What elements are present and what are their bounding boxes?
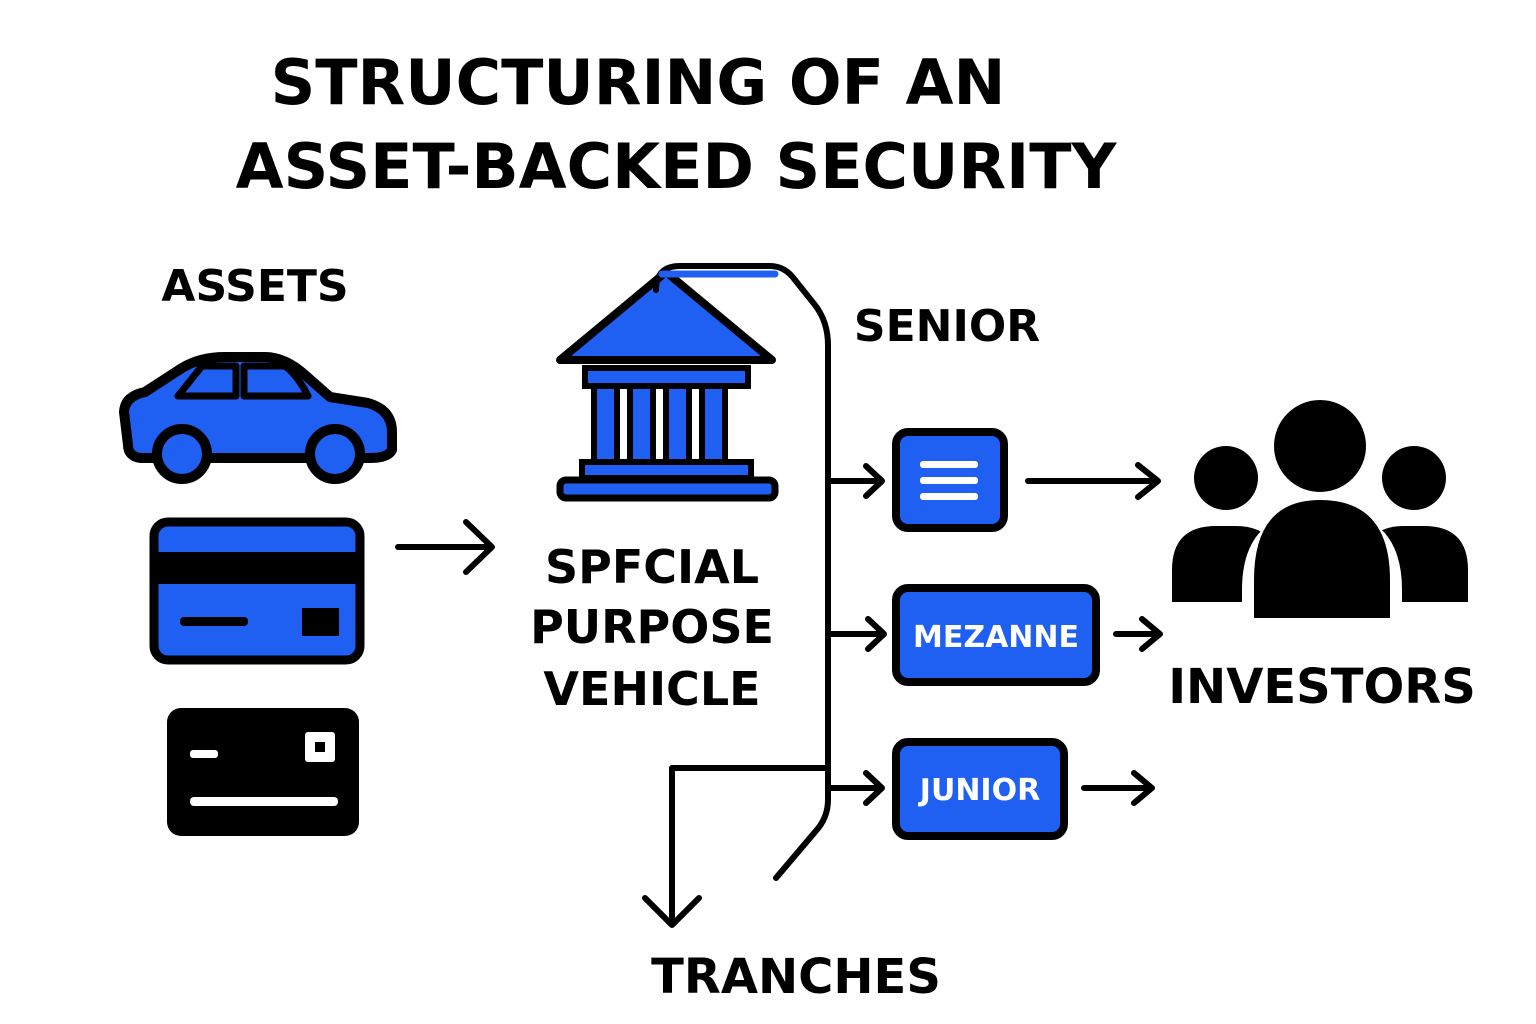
senior-label: SENIOR bbox=[854, 301, 1040, 352]
people-group-icon bbox=[1172, 392, 1468, 622]
title-line-2: ASSET-BACKED SECURITY bbox=[236, 130, 1118, 203]
assets-label: ASSETS bbox=[161, 261, 348, 312]
spv-label-line-2: PURPOSE bbox=[530, 600, 774, 654]
bank-building-icon bbox=[556, 268, 779, 502]
investors-label: INVESTORS bbox=[1168, 659, 1476, 715]
arrow-bus-to-senior bbox=[825, 463, 885, 499]
mezzanine-label: MEZANNE bbox=[913, 620, 1079, 655]
spv-label-line-3: VEHICLE bbox=[543, 662, 760, 716]
spv-label-line-1: SPFCIAL bbox=[545, 540, 759, 594]
arrow-bus-to-junior bbox=[825, 770, 885, 806]
car-icon bbox=[119, 352, 397, 484]
arrow-senior-to-investors bbox=[1025, 462, 1161, 500]
tranches-label: TRANCHES bbox=[651, 949, 941, 1005]
debit-card-icon bbox=[167, 708, 359, 836]
junior-tranche-box: JUNIOR bbox=[892, 738, 1068, 840]
arrow-bus-to-mezzanine bbox=[825, 616, 887, 652]
senior-tranche-box bbox=[892, 428, 1008, 532]
menu-lines-icon bbox=[920, 461, 978, 500]
title-line-1: STRUCTURING OF AN bbox=[271, 46, 1006, 119]
junior-label: JUNIOR bbox=[918, 773, 1040, 808]
tranche-bus-line bbox=[653, 263, 831, 881]
mezzanine-tranche-box: MEZANNE bbox=[892, 584, 1100, 686]
arrow-to-tranches bbox=[642, 765, 831, 928]
arrow-mezzanine-to-investors bbox=[1113, 616, 1163, 652]
arrow-junior-to-investors bbox=[1081, 770, 1155, 806]
arrow-assets-to-spv bbox=[395, 519, 495, 575]
credit-card-icon bbox=[149, 517, 365, 665]
